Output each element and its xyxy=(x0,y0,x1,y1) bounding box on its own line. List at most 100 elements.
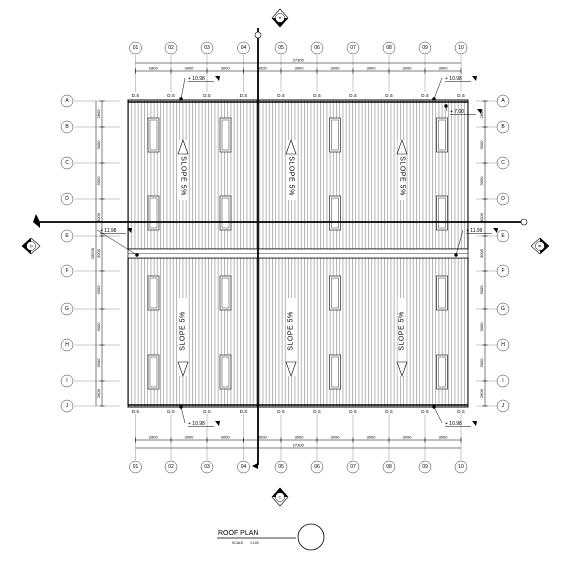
grid-row-label-left: C xyxy=(65,160,69,166)
level-markers: + 10.98+ 10.98+ 7.00+ 11.98+ 11.99+ 10.9… xyxy=(96,76,498,427)
skylight-frame xyxy=(221,356,230,388)
right-dimension-bay-label: 3000 xyxy=(479,358,484,368)
grid-row-label-left: A xyxy=(65,98,69,104)
grid-bubble-top xyxy=(418,41,432,55)
level-left-mid-symbol xyxy=(127,228,132,233)
grid-col-label-top: 08 xyxy=(386,45,392,51)
level-bottom-right-leader xyxy=(433,406,443,424)
skylight-frame xyxy=(438,119,446,151)
grid-bubble-right xyxy=(496,229,510,243)
skylight-frame xyxy=(221,277,230,309)
level-bottom-left-dot xyxy=(179,405,183,409)
top-dimension-bay-label: 3000 xyxy=(221,66,231,71)
section-marker-left: D xyxy=(21,237,41,255)
skylight xyxy=(329,275,341,311)
grid-col-label-bottom: 08 xyxy=(386,464,392,470)
grid-col-label-bottom: 07 xyxy=(350,464,356,470)
skylight xyxy=(219,275,232,311)
grid-bubble-left xyxy=(60,399,74,413)
section-marker-right-label: B xyxy=(538,245,543,248)
level-bottom-left: + 10.98 xyxy=(188,421,205,427)
grid-bubble-bottom xyxy=(454,460,468,474)
section-marker-bottom-circle xyxy=(275,492,285,502)
left-dimension-bay-label: 3000 xyxy=(96,140,101,150)
grid-bubble-top xyxy=(454,41,468,55)
grid-bubble-right xyxy=(496,338,510,352)
grid-row-label-left: G xyxy=(65,306,69,312)
downspout-label-top: D.S xyxy=(313,93,321,98)
level-ridge-top-right-dot xyxy=(444,104,448,108)
section-marker-bottom: C xyxy=(271,487,289,507)
grid-col-label-top: 04 xyxy=(241,45,247,51)
section-marker-top-circle xyxy=(275,13,285,23)
grid-col-label-top: 07 xyxy=(350,45,356,51)
grid-row-label-right: J xyxy=(502,403,505,409)
grid-bubble-left xyxy=(60,156,74,170)
skylight-frame xyxy=(221,197,230,229)
grid-col-label-bottom: 03 xyxy=(204,464,210,470)
right-dimension-bay-label: 3000 xyxy=(479,140,484,150)
level-ridge-top-right-symbol xyxy=(477,109,482,114)
grid-bubble-right xyxy=(496,374,510,388)
bottom-dimension-bay-label: 3000 xyxy=(331,435,341,440)
bottom-dimension-bay-label: 3000 xyxy=(295,435,305,440)
grid-bubble-bottom xyxy=(274,460,288,474)
skylight xyxy=(219,354,232,390)
downspout-label-bottom: D.S xyxy=(203,409,211,414)
skylight xyxy=(436,275,448,311)
grid-row-label-right: H xyxy=(501,342,505,348)
grid-bubble-top xyxy=(274,41,288,55)
left-dimension-bay-label: 3000 xyxy=(96,212,101,222)
level-bottom-left-symbol xyxy=(215,421,220,426)
downspout-label-bottom: D.S xyxy=(132,409,140,414)
left-dimension-bay-label: 3000 xyxy=(96,322,101,332)
grid-row-label-left: B xyxy=(65,124,69,130)
bottom-dimension-bay-label: 3000 xyxy=(185,435,195,440)
bottom-dimension-bay-label: 3000 xyxy=(439,435,449,440)
skylight-frame xyxy=(149,356,158,388)
slope-label: SLOPE 5% xyxy=(399,311,406,350)
skylight xyxy=(219,195,232,231)
grid-row-label-left: F xyxy=(65,268,68,274)
grid-row-label-right: F xyxy=(501,268,504,274)
section-cut-lines xyxy=(40,28,525,465)
downspout-label-top: D.S xyxy=(457,93,465,98)
level-left-mid-leader xyxy=(96,229,138,256)
grid-col-label-top: 09 xyxy=(422,45,428,51)
scale-label: SCALE xyxy=(232,541,244,545)
grid-bubble-left xyxy=(60,94,74,108)
section-marker-right: B xyxy=(530,237,550,255)
top-dimension-bay-label: 3000 xyxy=(403,66,413,71)
level-ridge-top-right: + 7.00 xyxy=(450,109,464,115)
level-bottom-right-dot xyxy=(432,405,436,409)
level-right-mid-leader xyxy=(455,229,464,256)
grid-bubble-right xyxy=(496,94,510,108)
grid-col-label-bottom: 10 xyxy=(458,464,464,470)
grid-bubble-right xyxy=(496,156,510,170)
grid-bubble-right xyxy=(496,264,510,278)
slope-label: SLOPE 5% xyxy=(288,156,295,195)
right-dimension-bay-label: 3000 xyxy=(479,212,484,222)
level-top-left-dot xyxy=(179,97,183,101)
slope-label: SLOPE 5% xyxy=(180,311,187,350)
cut-line-end-bottom xyxy=(252,463,258,469)
grid-row-label-right: B xyxy=(501,124,505,130)
grid-bubble-left xyxy=(60,338,74,352)
grid-row-label-left: J xyxy=(66,403,69,409)
grid-col-label-top: 01 xyxy=(133,45,139,51)
left-dimension-bay-label: 3000 xyxy=(96,358,101,368)
grid-col-label-bottom: 02 xyxy=(168,464,174,470)
downspout-label-bottom: D.S xyxy=(385,409,393,414)
slope-arrows: SLOPE 5%SLOPE 5%SLOPE 5%SLOPE 5%SLOPE 5%… xyxy=(177,139,408,377)
downspout-label-top: D.S xyxy=(132,93,140,98)
level-left-mid-dot xyxy=(135,253,139,257)
downspout-label-top: D.S xyxy=(167,93,175,98)
grid-col-label-bottom: 04 xyxy=(241,464,247,470)
downspout-label-top: D.S xyxy=(421,93,429,98)
scale-value: 1:100 xyxy=(250,541,259,545)
skylight xyxy=(329,354,341,390)
right-dimension-bay-label: 3000 xyxy=(479,322,484,332)
downspout-labels: D.SD.SD.SD.SD.SD.SD.SD.SD.SD.SD.SD.SD.SD… xyxy=(132,93,465,414)
